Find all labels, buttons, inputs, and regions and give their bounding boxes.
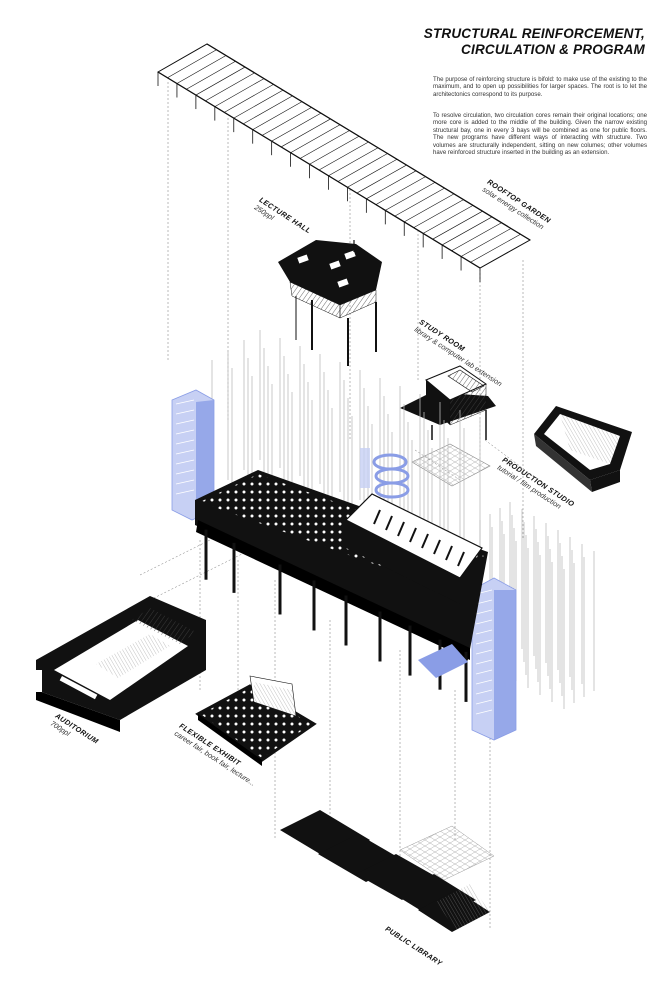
page-title: STRUCTURAL REINFORCEMENT, CIRCULATION & … (345, 26, 645, 58)
roof-rib (195, 66, 246, 96)
roof-rib (356, 164, 407, 194)
roof-rib (460, 228, 512, 257)
study-slat (457, 551, 465, 567)
core-step (475, 649, 493, 655)
roof-rib (441, 216, 493, 246)
roof-rib (347, 159, 398, 188)
roof-rib (176, 55, 227, 84)
reinforced-platform (195, 470, 488, 702)
roof-rib (366, 170, 417, 200)
roof-rib (318, 141, 369, 171)
core-step (175, 399, 195, 405)
roof-rib (479, 239, 531, 269)
roof-rib (375, 176, 426, 205)
roof-rib (252, 101, 303, 130)
circulation-core-right (471, 577, 517, 741)
roof-rib (205, 72, 255, 102)
study-slat (385, 515, 393, 531)
core-step (475, 609, 493, 615)
roof-rib (262, 107, 312, 136)
study-slat (373, 509, 381, 525)
roof-rib (385, 182, 436, 211)
production-studio-volume (534, 406, 632, 492)
roof-rib (423, 205, 474, 234)
roof-rib (233, 89, 284, 119)
title-line-2: CIRCULATION & PROGRAM (461, 42, 645, 57)
roof-rib (299, 130, 350, 159)
roof-rib (290, 124, 341, 153)
roof-rib (470, 233, 521, 263)
roof-rib (328, 147, 379, 177)
lecture-hall-volume (278, 240, 382, 366)
roof-rib (186, 61, 236, 90)
core-step (175, 479, 195, 485)
title-line-1: STRUCTURAL REINFORCEMENT, (423, 26, 645, 41)
roof-rib (404, 193, 455, 223)
core-step (475, 699, 493, 705)
circulation-core-middle (360, 448, 410, 499)
roof-rib (309, 135, 360, 165)
roof-rib (337, 153, 388, 182)
roof-rib (167, 49, 217, 79)
roof-rib (280, 118, 331, 148)
core-step (175, 439, 195, 445)
study-slat (445, 545, 453, 561)
core-step (175, 469, 195, 475)
core-step (175, 409, 195, 415)
core-step (475, 659, 493, 665)
core-step (175, 449, 195, 455)
rooftop-garden-frame (157, 43, 531, 282)
roof-rib (432, 210, 483, 240)
description-paragraph-1: The purpose of reinforcing structure is … (433, 76, 647, 98)
core-step (175, 459, 195, 465)
roof-rib (224, 84, 274, 113)
study-slat (433, 539, 441, 555)
core-step (475, 709, 493, 715)
auditorium-volume (36, 596, 206, 732)
roof-rib (451, 222, 502, 251)
core-step (475, 639, 493, 645)
core-step (475, 669, 493, 675)
core-step (475, 599, 493, 605)
public-library-slabs (280, 810, 495, 932)
core-step (475, 679, 493, 685)
core-step (475, 689, 493, 695)
core-step (175, 489, 195, 495)
roof-rib (271, 112, 322, 142)
study-slat (409, 527, 417, 543)
core-step (175, 429, 195, 435)
roof-rib (243, 95, 293, 125)
core-step (475, 629, 493, 635)
study-room-volume (400, 365, 496, 487)
flexible-exhibit-volume (195, 675, 317, 766)
roof-rib (413, 199, 464, 228)
core-step (175, 419, 195, 425)
roof-rib (157, 43, 208, 73)
circulation-core-left (171, 389, 215, 521)
roof-rib (394, 187, 445, 217)
description-paragraph-2: To resolve circulation, two circulation … (433, 112, 647, 157)
roof-rib (214, 78, 265, 107)
core-step (475, 619, 493, 625)
study-slat (421, 533, 429, 549)
study-slat (397, 521, 405, 537)
